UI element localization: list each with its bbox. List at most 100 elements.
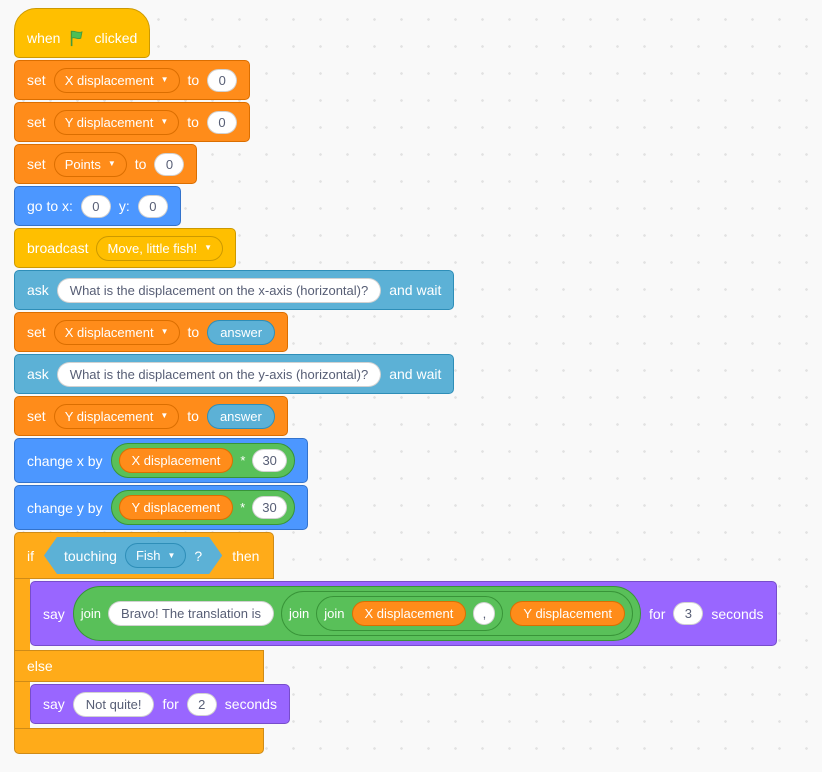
x-input[interactable]: 0 <box>80 194 111 218</box>
if-branch: say join Bravo! The translation is join … <box>14 579 777 650</box>
to-label: to <box>187 114 199 130</box>
multiply-symbol: * <box>240 453 246 468</box>
dropdown-arrow-icon: ▼ <box>160 75 169 84</box>
multiplier-input[interactable]: 30 <box>252 496 287 519</box>
change-y-label: change y by <box>27 499 103 516</box>
multiplier-input[interactable]: 30 <box>252 449 287 472</box>
ask-label: ask <box>27 366 49 382</box>
to-label: to <box>187 324 200 340</box>
variable-reporter[interactable]: Y displacement <box>510 601 626 626</box>
ask-and-wait-block[interactable]: ask What is the displacement on the x-ax… <box>14 270 455 310</box>
and-wait-label: and wait <box>389 366 442 382</box>
answer-reporter[interactable]: answer <box>206 403 275 429</box>
set-label: set <box>27 72 46 88</box>
variable-dropdown[interactable]: X displacement ▼ <box>53 319 180 345</box>
variable-name: X displacement <box>64 324 154 340</box>
variable-reporter[interactable]: Y displacement <box>118 495 234 520</box>
change-y-by-block[interactable]: change y by Y displacement * 30 <box>14 485 308 530</box>
broadcast-label: broadcast <box>27 240 89 256</box>
join-label: join <box>324 606 345 621</box>
broadcast-block[interactable]: broadcast Move, little fish! ▼ <box>14 228 236 268</box>
variable-dropdown[interactable]: Y displacement ▼ <box>53 403 180 429</box>
seconds-label: seconds <box>711 605 764 622</box>
question-input[interactable]: What is the displacement on the x-axis (… <box>56 277 382 303</box>
join-operator[interactable]: join X displacement , <box>316 596 504 631</box>
then-label: then <box>232 547 260 564</box>
say-label: say <box>43 605 65 622</box>
else-bar[interactable]: else <box>14 650 264 682</box>
broadcast-message-dropdown[interactable]: Move, little fish! ▼ <box>96 235 223 261</box>
set-variable-block[interactable]: set Y displacement ▼ to 0 <box>14 102 250 142</box>
and-wait-label: and wait <box>389 282 442 298</box>
dropdown-arrow-icon: ▼ <box>167 550 176 560</box>
say-label: say <box>43 696 65 712</box>
to-label: to <box>187 72 200 88</box>
go-to-xy-block[interactable]: go to x: 0 y: 0 <box>14 186 181 226</box>
c-spine <box>14 682 30 728</box>
dropdown-arrow-icon: ▼ <box>204 243 212 252</box>
join-operator[interactable]: join join X displacement , Y displacemen… <box>281 591 634 636</box>
duration-input[interactable]: 2 <box>186 692 217 716</box>
y-input[interactable]: 0 <box>137 194 168 218</box>
touching-condition[interactable]: touching Fish ▼ ? <box>44 537 222 574</box>
variable-dropdown[interactable]: X displacement ▼ <box>53 67 180 93</box>
c-spine <box>14 579 30 650</box>
touching-label: touching <box>64 547 117 564</box>
when-label: when <box>27 30 61 46</box>
y-label: y: <box>118 198 130 214</box>
ask-label: ask <box>27 282 49 298</box>
if-block-bottom-cap[interactable] <box>14 728 264 754</box>
if-else-block[interactable]: if touching Fish ▼ ? then say join Bra <box>14 532 777 754</box>
if-header[interactable]: if touching Fish ▼ ? then <box>14 532 275 579</box>
dropdown-arrow-icon: ▼ <box>160 327 169 336</box>
say-for-seconds-block[interactable]: say Not quite! for 2 seconds <box>30 684 290 724</box>
when-flag-clicked-block[interactable]: when clicked <box>14 8 151 58</box>
variable-name: Y displacement <box>64 408 154 424</box>
set-variable-block[interactable]: set X displacement ▼ to answer <box>14 312 289 352</box>
say-for-seconds-block[interactable]: say join Bravo! The translation is join … <box>30 581 777 646</box>
set-variable-block[interactable]: set Points ▼ to 0 <box>14 144 198 184</box>
value-input[interactable]: 0 <box>154 152 185 176</box>
multiply-operator[interactable]: X displacement * 30 <box>110 443 295 478</box>
variable-dropdown[interactable]: Y displacement ▼ <box>53 109 180 135</box>
question-mark-label: ? <box>194 547 203 564</box>
multiply-operator[interactable]: Y displacement * 30 <box>110 490 295 525</box>
text-input[interactable]: Bravo! The translation is <box>108 601 274 626</box>
variable-reporter[interactable]: X displacement <box>351 601 467 626</box>
green-flag-icon <box>68 29 86 47</box>
duration-input[interactable]: 3 <box>673 602 704 625</box>
go-to-x-label: go to x: <box>27 198 73 214</box>
broadcast-message: Move, little fish! <box>107 240 198 256</box>
variable-name: Y displacement <box>64 114 154 130</box>
multiply-symbol: * <box>240 500 246 515</box>
sprite-dropdown[interactable]: Fish ▼ <box>125 543 186 568</box>
answer-reporter[interactable]: answer <box>207 319 276 345</box>
clicked-label: clicked <box>94 30 138 46</box>
set-label: set <box>27 156 46 172</box>
seconds-label: seconds <box>224 696 277 712</box>
set-variable-block[interactable]: set X displacement ▼ to 0 <box>14 60 251 100</box>
question-input[interactable]: What is the displacement on the y-axis (… <box>56 361 382 387</box>
variable-dropdown[interactable]: Points ▼ <box>53 151 127 177</box>
comma-input[interactable]: , <box>473 602 496 625</box>
change-x-by-block[interactable]: change x by X displacement * 30 <box>14 438 308 483</box>
join-operator[interactable]: join Bravo! The translation is join join… <box>72 586 642 641</box>
text-input[interactable]: Not quite! <box>72 691 155 717</box>
sprite-name: Fish <box>135 548 161 563</box>
value-input[interactable]: 0 <box>206 110 237 134</box>
variable-name: X displacement <box>64 72 154 88</box>
dropdown-arrow-icon: ▼ <box>107 159 116 168</box>
variable-reporter[interactable]: X displacement <box>118 448 234 473</box>
ask-and-wait-block[interactable]: ask What is the displacement on the y-ax… <box>14 354 455 394</box>
else-label: else <box>27 658 53 674</box>
for-label: for <box>162 696 179 712</box>
to-label: to <box>187 408 199 424</box>
for-label: for <box>649 605 666 622</box>
dropdown-arrow-icon: ▼ <box>160 117 169 126</box>
set-variable-block[interactable]: set Y displacement ▼ to answer <box>14 396 288 436</box>
join-label: join <box>289 606 310 621</box>
change-x-label: change x by <box>27 452 103 469</box>
variable-name: Points <box>64 156 101 172</box>
value-input[interactable]: 0 <box>207 68 238 92</box>
